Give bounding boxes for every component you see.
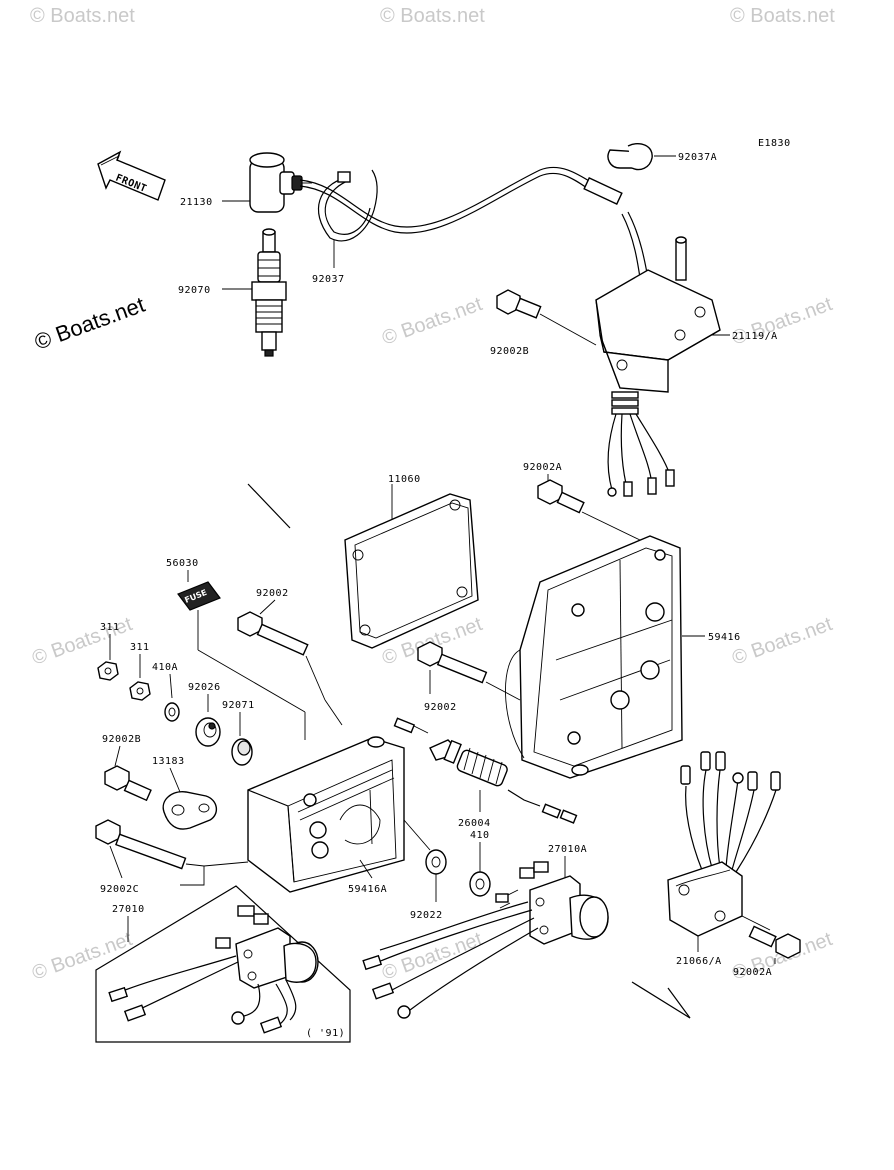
part-label: 92026	[188, 682, 221, 693]
part-label: 26004	[458, 818, 491, 829]
watermark-text: © Boats.net	[31, 292, 148, 355]
electric-box-cover-icon	[505, 535, 683, 779]
part-label: 11060	[388, 474, 421, 485]
watermark-text: © Boats.net	[379, 293, 485, 350]
watermark-text: © Boats.net	[29, 613, 135, 670]
electric-box-icon	[247, 736, 405, 893]
part-label: 56030	[166, 558, 199, 569]
bolt-icon	[95, 819, 187, 870]
bolt-icon	[237, 611, 309, 656]
grommet-icon	[195, 717, 221, 747]
starter-relay-icon	[495, 861, 609, 945]
voltage-regulator-icon	[667, 751, 781, 937]
part-label: 92070	[178, 285, 211, 296]
diagram-code: E1830	[758, 138, 791, 149]
nut-icon	[129, 681, 151, 701]
part-label: 311	[130, 642, 150, 653]
part-label: 410	[470, 830, 490, 841]
inset-box-91: 27010 ( '91)	[95, 885, 351, 1043]
part-label: 21130	[180, 197, 213, 208]
part-label: 27010	[112, 904, 145, 915]
part-label: 21066/A	[676, 956, 722, 967]
watermark-text: © Boats.net	[729, 613, 835, 670]
bolt-icon	[496, 289, 542, 319]
part-label: 92002A	[523, 462, 562, 473]
grommet-icon	[231, 738, 253, 766]
watermark-text: © Boats.net	[730, 5, 835, 27]
part-label: 13183	[152, 756, 185, 767]
bolt-icon	[537, 479, 585, 514]
part-label: 92022	[410, 910, 443, 921]
bolt-icon	[417, 641, 488, 684]
part-label: 59416	[708, 632, 741, 643]
nut-icon	[97, 661, 119, 681]
part-label: 92002A	[733, 967, 772, 978]
bolt-icon	[748, 925, 801, 959]
part-label: 92002	[256, 588, 289, 599]
part-label: 92002B	[490, 346, 529, 357]
part-label: 92037	[312, 274, 345, 285]
harness-connector-icon	[393, 717, 578, 824]
part-label: 21119/A	[732, 331, 778, 342]
year-note: ( '91)	[306, 1028, 345, 1039]
spark-plug-cap-icon	[249, 152, 312, 213]
bracket-icon	[162, 791, 217, 830]
washer-icon	[469, 871, 491, 897]
watermark-text: © Boats.net	[380, 5, 485, 27]
watermark-text: © Boats.net	[30, 5, 135, 27]
spark-plug-icon	[251, 228, 287, 357]
clip-icon	[607, 142, 653, 171]
fuse-icon: FUSE	[177, 581, 221, 611]
watermark-text: © Boats.net	[379, 928, 485, 985]
front-arrow-icon: FRONT	[97, 150, 166, 201]
part-label: 92071	[222, 700, 255, 711]
gasket-icon	[344, 493, 479, 649]
ignition-coil-icon	[595, 211, 721, 497]
part-label: 92002C	[100, 884, 139, 895]
part-label: 92002B	[102, 734, 141, 745]
part-label: 311	[100, 622, 120, 633]
clamp-band-icon	[317, 169, 378, 242]
part-label: 92037A	[678, 152, 717, 163]
part-label: 59416A	[348, 884, 387, 895]
part-label: 92002	[424, 702, 457, 713]
washer-icon	[164, 702, 180, 722]
bolt-icon	[104, 765, 152, 802]
part-label: 410A	[152, 662, 178, 673]
part-label: 27010A	[548, 844, 587, 855]
washer-icon	[425, 849, 447, 875]
